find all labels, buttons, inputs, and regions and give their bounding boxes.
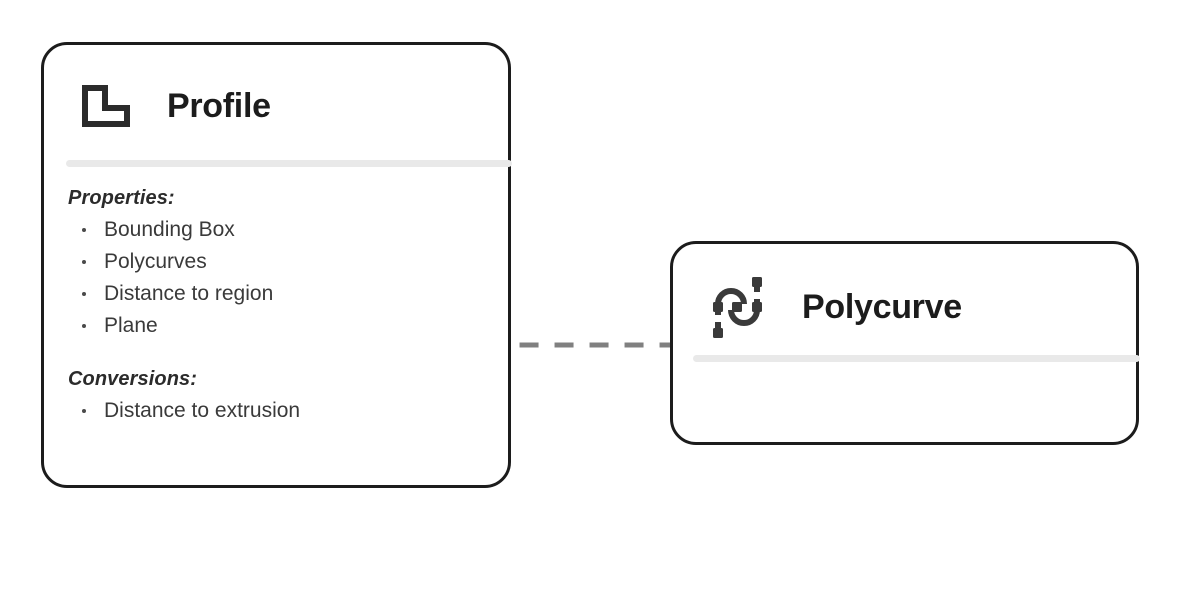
- list-item[interactable]: Plane: [68, 310, 484, 342]
- card-profile-body: Properties: Bounding Box Polycurves Dist…: [68, 187, 484, 427]
- card-polycurve-divider: [693, 355, 1140, 362]
- card-profile-header: Profile: [81, 84, 271, 128]
- list-item[interactable]: Polycurves: [68, 246, 484, 278]
- list-item-label: Bounding Box: [104, 218, 235, 241]
- card-profile-divider: [66, 160, 512, 167]
- list-item[interactable]: Bounding Box: [68, 214, 484, 246]
- card-polycurve-header: Polycurve: [706, 276, 962, 338]
- section-properties-list: Bounding Box Polycurves Distance to regi…: [68, 214, 484, 342]
- card-polycurve-title: Polycurve: [802, 287, 962, 326]
- polycurve-wave-icon: [713, 277, 762, 338]
- section-properties-heading: Properties:: [68, 187, 175, 209]
- section-conversions-heading: Conversions:: [68, 368, 198, 390]
- profile-l-shape-icon: [82, 85, 130, 127]
- card-profile[interactable]: Profile Properties: Bounding Box Polycur…: [41, 42, 512, 488]
- bullet-icon: [82, 228, 86, 232]
- list-item-label: Distance to region: [104, 282, 274, 305]
- bullet-icon: [82, 260, 86, 264]
- bullet-icon: [82, 324, 86, 328]
- list-item[interactable]: Distance to region: [68, 278, 484, 310]
- card-polycurve[interactable]: Polycurve: [670, 241, 1140, 445]
- list-item-label: Plane: [104, 314, 158, 337]
- bullet-icon: [82, 292, 86, 296]
- section-conversions: Conversions: Distance to extrusion: [68, 368, 484, 427]
- list-item[interactable]: Distance to extrusion: [68, 395, 484, 427]
- section-properties: Properties: Bounding Box Polycurves Dist…: [68, 187, 484, 342]
- list-item-label: Polycurves: [104, 250, 207, 273]
- list-item-label: Distance to extrusion: [104, 399, 301, 422]
- bullet-icon: [82, 409, 86, 413]
- card-profile-title: Profile: [167, 86, 271, 125]
- section-conversions-list: Distance to extrusion: [68, 395, 484, 427]
